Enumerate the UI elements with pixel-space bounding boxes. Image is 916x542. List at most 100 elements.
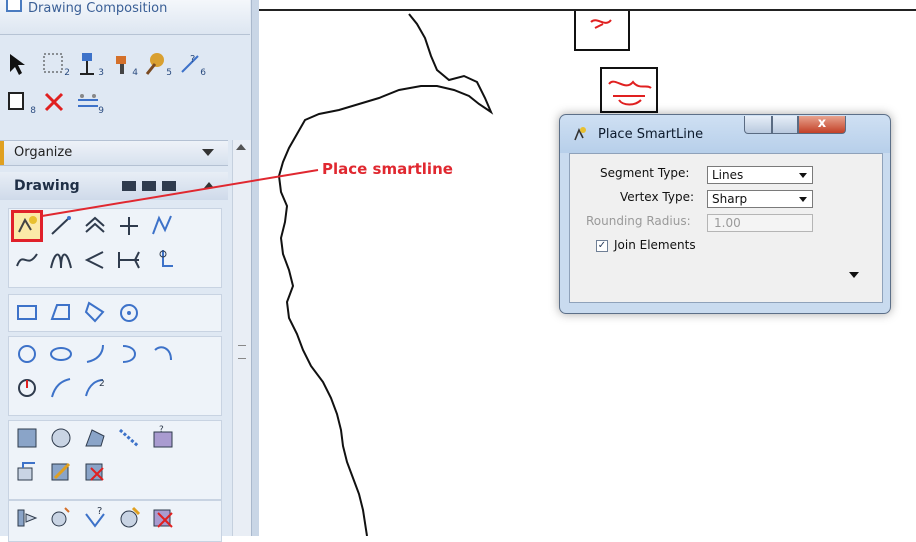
delete-pattern-icon[interactable]: [13, 458, 41, 486]
arc-tools-row-2: 2: [9, 371, 221, 405]
extrude-icon[interactable]: [13, 504, 41, 532]
copy-element-icon[interactable]: 8: [6, 88, 36, 116]
drawing-group-header[interactable]: Drawing: [0, 172, 228, 200]
place-circle-icon[interactable]: [13, 340, 41, 368]
grid-view-icon[interactable]: [122, 181, 136, 191]
hatch-area-icon[interactable]: [13, 424, 41, 452]
boundary-line: [277, 13, 494, 536]
panel-splitter[interactable]: [251, 0, 259, 536]
place-stream-icon[interactable]: [149, 212, 177, 240]
place-smartline-dialog[interactable]: Place SmartLine x Segment Type: Lines Ve…: [559, 114, 891, 314]
place-half-ellipse-icon[interactable]: [115, 340, 143, 368]
tool-shortcut: 6: [200, 68, 206, 78]
close-button[interactable]: x: [798, 116, 846, 134]
parabola-icon[interactable]: 2: [81, 374, 109, 402]
drawing-group-label: Drawing: [14, 178, 80, 194]
drawing-composition-header[interactable]: Drawing Composition: [0, 0, 250, 35]
delete-icon[interactable]: [40, 88, 68, 116]
remove-pattern-icon[interactable]: [81, 458, 109, 486]
tool-shortcut: 3: [98, 68, 104, 78]
pattern-tools-box: ?: [8, 420, 222, 500]
edit-pattern-icon[interactable]: [47, 458, 75, 486]
linear-pattern-icon[interactable]: [115, 424, 143, 452]
organize-dropdown[interactable]: Organize: [0, 140, 228, 166]
cell-symbol-middle: [608, 80, 652, 106]
crosshatch-area-icon[interactable]: [47, 424, 75, 452]
place-attribute-icon[interactable]: 3: [74, 50, 104, 78]
modify-arc-icon[interactable]: [149, 340, 177, 368]
canvas-drawing: [277, 10, 658, 536]
list-view-icon[interactable]: [142, 181, 156, 191]
main-tools-row-1: 2 3 4 5 ? 6: [6, 50, 206, 78]
pattern-tools-row-1: ?: [9, 421, 221, 455]
quarter-arc-icon[interactable]: [47, 374, 75, 402]
vertex-type-value: Sharp: [712, 192, 748, 206]
linear-tools-row-1: [9, 209, 221, 243]
place-ellipse-icon[interactable]: [47, 340, 75, 368]
dimension-icon[interactable]: 9: [74, 88, 104, 116]
annotation-line: [41, 169, 319, 217]
multi-line-icon[interactable]: [81, 212, 109, 240]
chevron-down-icon[interactable]: [202, 149, 214, 156]
tool-shortcut: 5: [166, 68, 172, 78]
svg-text:?: ?: [97, 506, 102, 517]
select-arrow-icon[interactable]: [6, 50, 34, 78]
solid-tools-row: ?: [9, 501, 221, 535]
place-point-icon[interactable]: [115, 212, 143, 240]
delete-solid-icon[interactable]: [149, 504, 177, 532]
query-solid-icon[interactable]: ?: [81, 504, 109, 532]
dialog-title: Place SmartLine: [598, 127, 704, 142]
join-elements-label: Join Elements: [614, 238, 696, 252]
paint-icon[interactable]: 5: [142, 50, 172, 78]
collapse-caret-icon[interactable]: [204, 182, 214, 188]
solid-tools-box: ?: [8, 500, 222, 542]
place-line-icon[interactable]: [47, 212, 75, 240]
place-orthogonal-shape-icon[interactable]: [81, 298, 109, 326]
minimize-button[interactable]: [744, 116, 772, 134]
bspline-icon[interactable]: [47, 246, 75, 274]
tool-shortcut: 4: [132, 68, 138, 78]
tangent-icon[interactable]: [149, 246, 177, 274]
revolve-icon[interactable]: [47, 504, 75, 532]
segment-type-select[interactable]: Lines: [707, 166, 813, 184]
measure-icon[interactable]: ? 6: [176, 50, 206, 78]
main-tools-row-2: 8 9: [6, 88, 104, 116]
brush-fill-icon[interactable]: 4: [108, 50, 138, 78]
chevron-down-icon[interactable]: [799, 197, 807, 202]
view-mode-icons[interactable]: [122, 181, 176, 191]
expand-options-icon[interactable]: [849, 272, 859, 278]
place-smartline-icon[interactable]: [11, 210, 43, 242]
construct-perpendicular-icon[interactable]: [115, 246, 143, 274]
tool-panel-scrollbar[interactable]: [232, 140, 251, 536]
circle-center-icon[interactable]: [13, 374, 41, 402]
maximize-button[interactable]: [772, 116, 798, 134]
show-pattern-icon[interactable]: ?: [149, 424, 177, 452]
scroll-grip[interactable]: [238, 345, 246, 359]
tool-panel: Drawing Composition 2 3 4 5 ? 6 8: [0, 0, 259, 542]
fence-icon[interactable]: 2: [40, 50, 70, 78]
place-shape-icon[interactable]: [47, 298, 75, 326]
join-elements-checkbox[interactable]: ✓: [596, 240, 608, 252]
canvas-top-border: [259, 9, 916, 11]
compact-view-icon[interactable]: [162, 181, 176, 191]
vertex-type-select[interactable]: Sharp: [707, 190, 813, 208]
place-arc-icon[interactable]: [81, 340, 109, 368]
place-curve-icon[interactable]: [13, 246, 41, 274]
linear-tools-box: [8, 208, 222, 288]
scroll-up-icon[interactable]: [236, 144, 246, 150]
cell-box-top: [574, 10, 630, 51]
pattern-area-icon[interactable]: [81, 424, 109, 452]
tool-shortcut: 2: [64, 68, 70, 78]
drawing-canvas[interactable]: [259, 0, 916, 536]
linear-tools-row-2: [9, 243, 221, 277]
chevron-down-icon[interactable]: [799, 173, 807, 178]
tool-shortcut: 8: [30, 106, 36, 116]
cell-symbol-top: [590, 19, 612, 29]
annotation-label: Place smartline: [322, 160, 453, 178]
rounding-radius-input[interactable]: 1.00: [707, 214, 813, 232]
segment-type-value: Lines: [712, 168, 744, 182]
place-block-icon[interactable]: [13, 298, 41, 326]
construct-angle-icon[interactable]: [81, 246, 109, 274]
place-regular-polygon-icon[interactable]: [115, 298, 143, 326]
modify-solid-icon[interactable]: [115, 504, 143, 532]
